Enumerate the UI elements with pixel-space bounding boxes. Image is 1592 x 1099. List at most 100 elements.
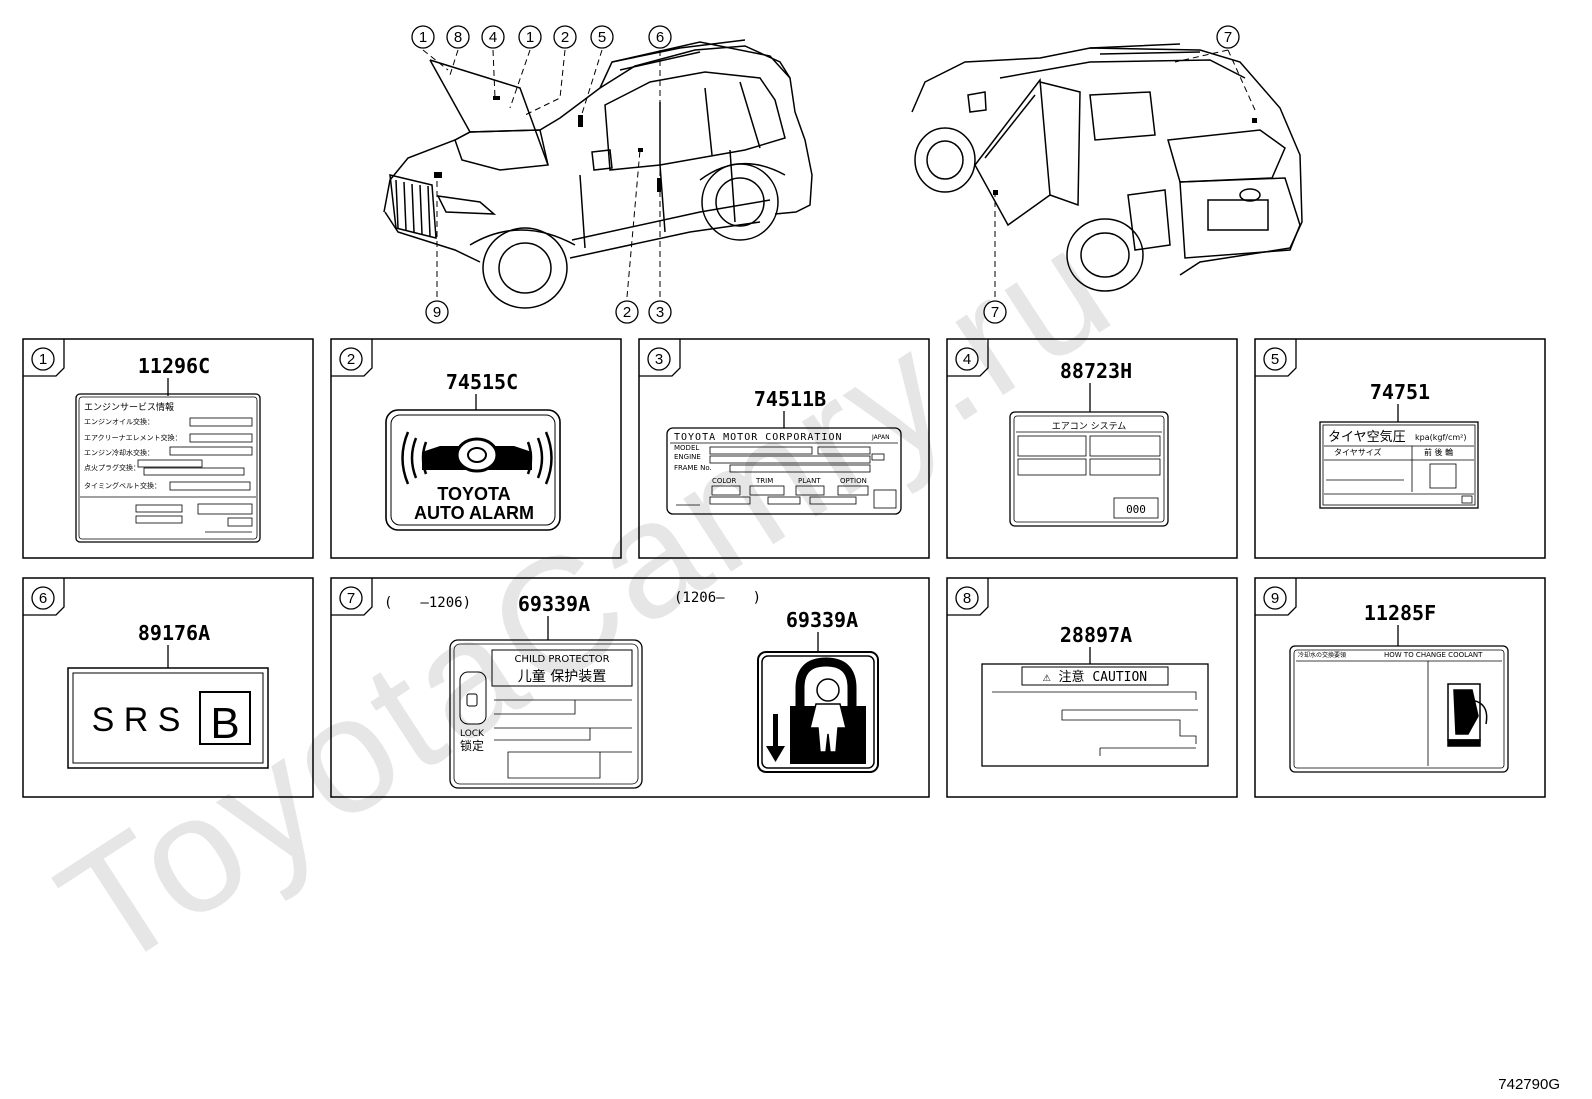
front-vehicle-illustration xyxy=(383,39,813,309)
svg-text:JAPAN: JAPAN xyxy=(871,434,890,441)
label7-line2: 儿童 保护装置 xyxy=(518,668,606,685)
radiator-cap-icon xyxy=(1447,683,1488,747)
svg-text:エンジン冷却水交換：: エンジン冷却水交換： xyxy=(84,448,154,457)
part-code-28897A: 28897A xyxy=(1060,623,1132,647)
range-after-1206: (1206– ) xyxy=(674,590,761,606)
front-leader-lines xyxy=(422,49,661,298)
svg-text:TRIM: TRIM xyxy=(755,477,773,485)
label-child-lock-pictogram xyxy=(757,651,879,773)
svg-text:7: 7 xyxy=(347,590,355,607)
callout-rear-7b: 7 xyxy=(983,300,1007,324)
svg-text:FRAME No.: FRAME No. xyxy=(674,464,712,472)
panel-tab-8: 8 xyxy=(947,578,989,616)
svg-text:1: 1 xyxy=(39,351,47,368)
svg-text:エアクリーナエレメント交換：: エアクリーナエレメント交換： xyxy=(84,433,182,442)
svg-text:COLOR: COLOR xyxy=(712,477,737,485)
svg-text:タイミングベルト交換：: タイミングベルト交換： xyxy=(84,481,161,490)
label5-title: タイヤ空気圧 xyxy=(1328,429,1406,445)
panel-tab-2: 2 xyxy=(331,339,373,377)
label2-line1: TOYOTA xyxy=(437,484,510,504)
svg-text:8: 8 xyxy=(963,590,971,607)
svg-text:2: 2 xyxy=(623,304,631,321)
diagram-id: 742790G xyxy=(1498,1076,1560,1093)
callout-front-2: 2 xyxy=(553,25,577,49)
svg-text:MODEL: MODEL xyxy=(674,444,699,452)
label6-srs: S R S xyxy=(92,701,181,739)
label6-letter: B xyxy=(210,699,239,748)
svg-text:5: 5 xyxy=(1271,351,1279,368)
callout-front-5: 5 xyxy=(590,25,614,49)
part-codes: 11296C 74515C 74511B 88723H 74751 89176A… xyxy=(138,354,1436,647)
label4-code: 000 xyxy=(1126,503,1146,516)
label-srs-b: S R S B xyxy=(67,667,269,769)
label1-title: エンジンサービス情報 xyxy=(84,401,174,413)
svg-text:1: 1 xyxy=(526,29,534,46)
svg-text:5: 5 xyxy=(598,29,606,46)
callout-front-6: 6 xyxy=(648,25,672,49)
rear-label-markers xyxy=(993,118,1257,195)
alarm-car-icon xyxy=(401,431,553,485)
label9-title-en: HOW TO CHANGE COOLANT xyxy=(1384,651,1483,659)
range-before-1206: ( –1206) xyxy=(384,595,471,611)
label-vehicle-id-plate: TOYOTA MOTOR CORPORATION JAPAN MODEL ENG… xyxy=(666,427,902,515)
svg-text:点火プラグ交換：: 点火プラグ交換： xyxy=(84,463,140,472)
svg-text:OPTION: OPTION xyxy=(840,477,867,485)
label3-header: TOYOTA MOTOR CORPORATION xyxy=(674,432,843,443)
callout-front-1b: 1 xyxy=(518,25,542,49)
label-child-protector: CHILD PROTECTOR 儿童 保护装置 LOCK 锁定 xyxy=(449,639,643,789)
panel-tab-3: 3 xyxy=(639,339,681,377)
part-code-74751: 74751 xyxy=(1370,380,1430,404)
part-code-11296C: 11296C xyxy=(138,354,210,378)
svg-text:4: 4 xyxy=(963,351,971,368)
down-arrow-icon xyxy=(766,714,785,762)
panel-tab-5: 5 xyxy=(1255,339,1297,377)
panel-number-tabs: 1 2 3 4 5 6 7 8 9 xyxy=(23,339,1297,616)
part-code-69339A-left: 69339A xyxy=(518,592,590,616)
svg-text:7: 7 xyxy=(991,304,999,321)
svg-text:锁定: 锁定 xyxy=(460,738,484,753)
label7-line1: CHILD PROTECTOR xyxy=(514,654,609,665)
callout-front-2b: 2 xyxy=(615,300,639,324)
label-coolant-change: 冷却水の交換要領 HOW TO CHANGE COOLANT xyxy=(1289,645,1509,773)
svg-text:9: 9 xyxy=(1271,590,1279,607)
svg-text:7: 7 xyxy=(1224,29,1232,46)
svg-text:3: 3 xyxy=(656,304,664,321)
part-code-89176A: 89176A xyxy=(138,621,210,645)
panel-tab-1: 1 xyxy=(23,339,65,377)
panel7-ranges: ( –1206) (1206– ) xyxy=(384,590,761,611)
label9-title-jp: 冷却水の交換要領 xyxy=(1298,651,1346,659)
label-toyota-auto-alarm: TOYOTA AUTO ALARM xyxy=(385,409,561,531)
part-code-74511B: 74511B xyxy=(754,387,826,411)
front-label-markers xyxy=(434,96,661,192)
label-tire-pressure: タイヤ空気圧 kpa(kgf/cm²) タイヤサイズ 前 後 輪 xyxy=(1319,421,1479,509)
part-code-74515C: 74515C xyxy=(446,370,518,394)
svg-text:エンジンオイル交換：: エンジンオイル交換： xyxy=(84,417,154,426)
part-code-69339A-right: 69339A xyxy=(786,608,858,632)
label-engine-service-info: エンジンサービス情報 エンジンオイル交換： エアクリーナエレメント交換： エンジ… xyxy=(75,393,261,543)
svg-text:前 後 輪: 前 後 輪 xyxy=(1424,447,1453,457)
callout-rear-7: 7 xyxy=(1216,25,1240,49)
svg-text:6: 6 xyxy=(656,29,664,46)
child-icon xyxy=(809,678,847,753)
panel-tab-6: 6 xyxy=(23,578,65,616)
panel-tab-9: 9 xyxy=(1255,578,1297,616)
panel-tab-7: 7 xyxy=(331,578,373,616)
svg-text:4: 4 xyxy=(489,29,497,46)
callout-front-3: 3 xyxy=(648,300,672,324)
svg-text:ENGINE: ENGINE xyxy=(674,453,701,461)
svg-text:6: 6 xyxy=(39,590,47,607)
label8-title: ⚠ 注意 CAUTION xyxy=(1043,669,1147,685)
callout-front-9: 9 xyxy=(425,300,449,324)
label-caution: ⚠ 注意 CAUTION xyxy=(981,663,1209,767)
label4-title: エアコン システム xyxy=(1052,421,1127,432)
panels xyxy=(22,338,1546,798)
svg-text:タイヤサイズ: タイヤサイズ xyxy=(1334,447,1382,457)
rear-leader-lines xyxy=(994,49,1256,297)
panel-tab-4: 4 xyxy=(947,339,989,377)
svg-text:8: 8 xyxy=(454,29,462,46)
callout-front-4: 4 xyxy=(481,25,505,49)
callout-front-8: 8 xyxy=(446,25,470,49)
svg-text:1: 1 xyxy=(419,29,427,46)
svg-text:PLANT: PLANT xyxy=(798,477,821,485)
label-aircon-system: エアコン システム 000 xyxy=(1009,411,1169,527)
